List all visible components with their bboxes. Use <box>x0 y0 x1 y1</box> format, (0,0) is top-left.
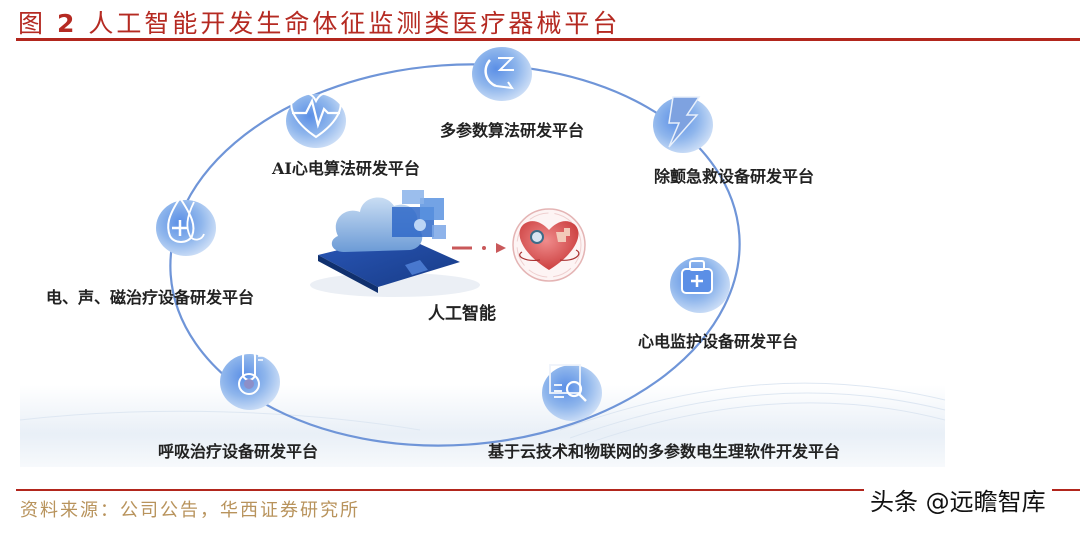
node-therapy-icon <box>156 196 216 256</box>
center-heart-medical-illustration <box>512 208 586 282</box>
node-ai-ecg-icon <box>286 91 346 148</box>
watermark: 头条 @远瞻智库 <box>864 482 1052 517</box>
center-label: 人工智能 <box>428 304 496 324</box>
platform-ring-diagram <box>19 47 946 447</box>
node-label-respiratory: 呼吸治疗设备研发平台 <box>158 442 319 461</box>
node-respiratory-icon <box>220 349 280 410</box>
node-label-defib: 除颤急救设备研发平台 <box>654 167 815 186</box>
source-note: 资料来源：公司公告，华西证券研究所 <box>20 500 360 521</box>
title-divider <box>16 38 1080 41</box>
figure-label: 图 <box>18 9 47 38</box>
figure-number: 2 <box>56 9 78 38</box>
platform-ring <box>169 63 741 447</box>
figure-title: 图 2 人工智能开发生命体征监测类医疗器械平台 <box>18 4 620 40</box>
node-label-ai-ecg: AI心电算法研发平台 <box>272 159 420 178</box>
figure-title-text: 人工智能开发生命体征监测类医疗器械平台 <box>88 9 621 38</box>
center-cloud-server-illustration <box>310 190 506 297</box>
node-defib-icon <box>653 96 713 153</box>
footer-divider <box>16 489 1080 491</box>
node-label-multi-param: 多参数算法研发平台 <box>440 121 585 140</box>
node-multi-param-icon <box>472 47 532 101</box>
background-wave-band <box>20 385 945 467</box>
node-label-therapy: 电、声、磁治疗设备研发平台 <box>46 288 255 307</box>
node-ecg-monitor-icon <box>670 257 730 313</box>
node-cloud-iot-icon <box>542 364 602 421</box>
node-label-cloud-iot: 基于云技术和物联网的多参数电生理软件开发平台 <box>488 442 841 461</box>
background-wave-lines <box>19 382 946 447</box>
node-label-ecg-monitor: 心电监护设备研发平台 <box>638 332 799 351</box>
